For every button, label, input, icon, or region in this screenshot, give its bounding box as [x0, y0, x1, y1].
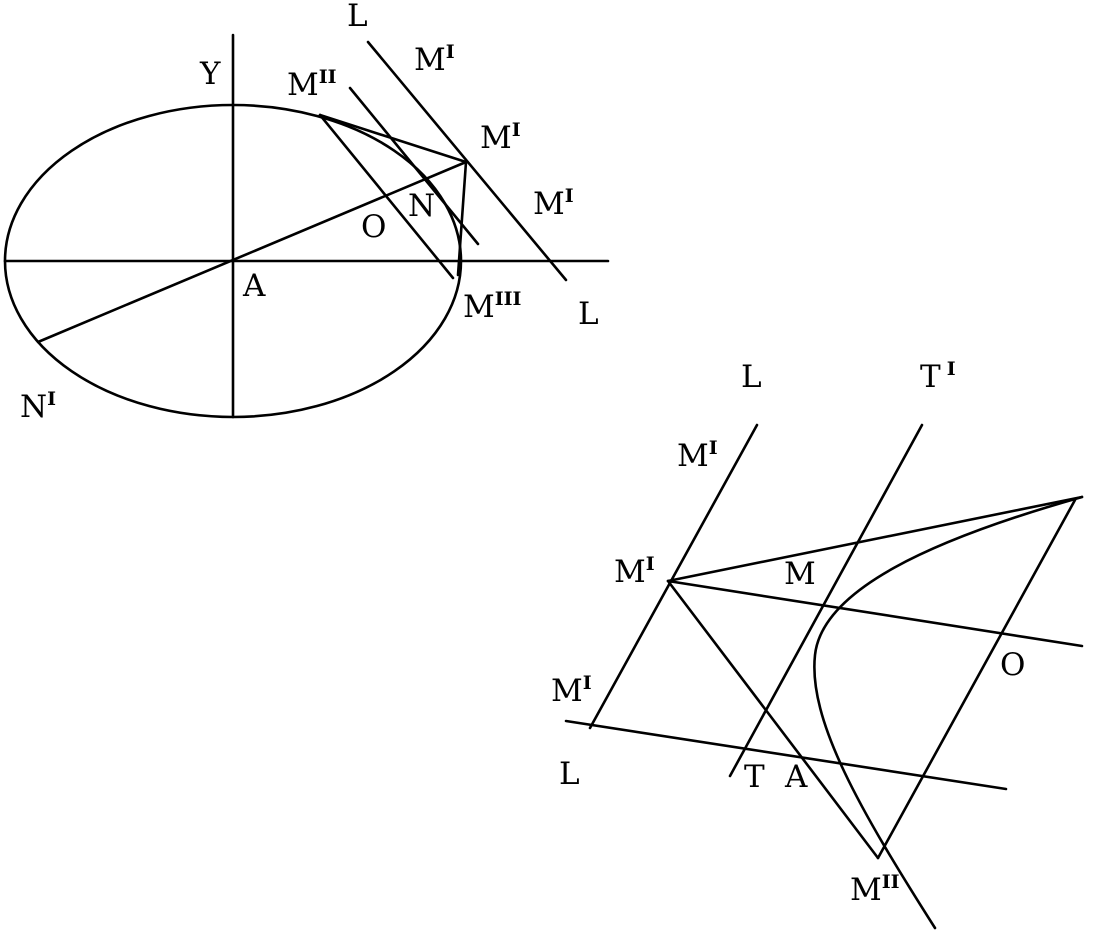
tangent-from-m1-lower: [456, 160, 468, 277]
label-m2: MII: [287, 66, 337, 103]
tangent-from-m1-upper: [318, 113, 468, 164]
parallel-chord-outer: [348, 86, 480, 246]
tangent-m1-upper: [666, 495, 1084, 583]
label-n: N: [408, 188, 435, 224]
diameter-n1-m1: [36, 160, 468, 344]
line-l: [588, 423, 759, 730]
label-o: O: [361, 209, 386, 245]
label-l-bottom: L: [578, 296, 599, 332]
label-m1-vertex: MI: [614, 553, 655, 590]
chord-m2-m3: [318, 113, 455, 280]
label-m2: MII: [850, 871, 900, 908]
ellipse-figure: [3, 33, 610, 419]
label-m1-lower: MI: [551, 672, 592, 709]
tangent-line-l: [366, 40, 568, 282]
line-through-o: [876, 498, 1077, 860]
parabola: [813, 495, 1084, 930]
label-m1-right: MI: [533, 185, 574, 222]
label-m: M: [784, 556, 816, 592]
tangent-m1-m2: [666, 579, 880, 860]
label-a: A: [242, 268, 266, 304]
label-y: Y: [199, 56, 221, 92]
line-m1-o: [666, 579, 1084, 648]
label-o: O: [1000, 647, 1025, 683]
label-l-top: L: [741, 359, 762, 395]
line-through-a: [564, 719, 1008, 791]
label-m1-vertex: MI: [480, 119, 521, 156]
label-n1: NI: [20, 388, 56, 425]
label-l-top: L: [347, 0, 368, 34]
parabola-figure: [564, 423, 1084, 930]
ellipse-labels: Y L MI MII MI MI N O A MIII L NI: [20, 0, 599, 425]
label-t: T: [744, 759, 765, 795]
line-t-t1: [728, 423, 924, 778]
label-m3: MIII: [463, 288, 522, 325]
label-a: A: [784, 759, 808, 795]
label-m1-upper: MI: [677, 437, 718, 474]
label-l-bottom: L: [559, 756, 580, 792]
label-m1-upper: MI: [414, 41, 455, 78]
